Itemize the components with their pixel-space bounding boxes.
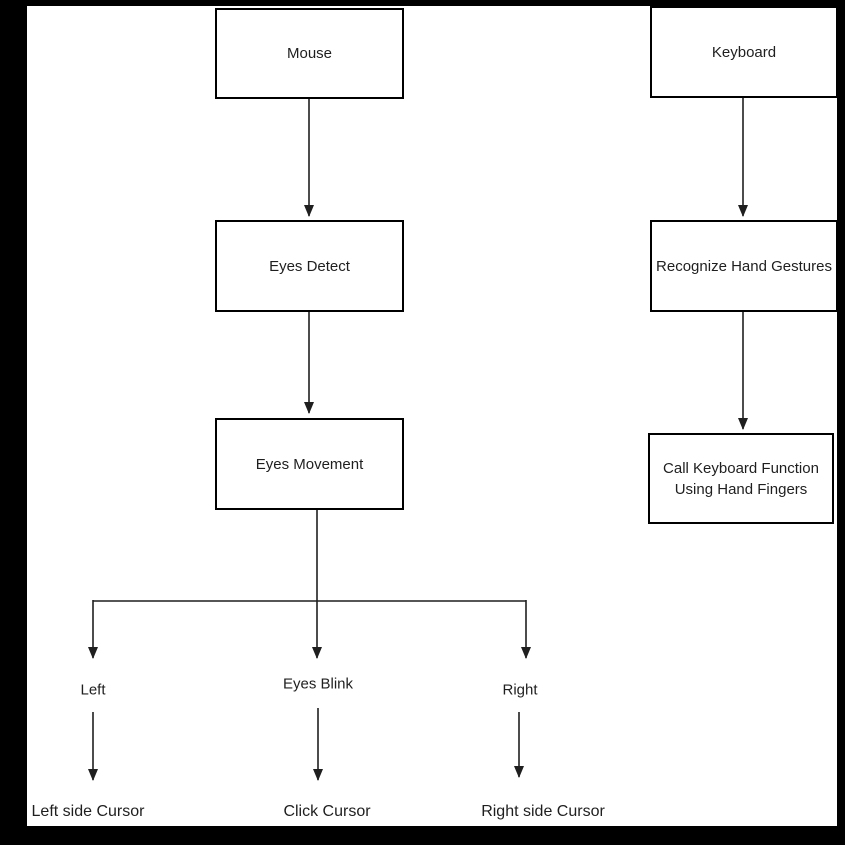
node-keyboard: Keyboard — [650, 6, 838, 98]
node-eyes-detect: Eyes Detect — [215, 220, 404, 312]
label-left-side-cursor: Left side Cursor — [31, 803, 145, 820]
frame-right-bar — [837, 0, 845, 845]
node-call-keyboard-function: Call Keyboard Function Using Hand Finger… — [648, 433, 834, 524]
label-eyes-blink: Eyes Blink — [282, 675, 354, 693]
frame-top-bar — [0, 0, 845, 6]
node-mouse: Mouse — [215, 8, 404, 99]
frame-left-bar — [0, 0, 27, 845]
label-left: Left — [80, 681, 106, 699]
label-click-cursor: Click Cursor — [283, 803, 371, 820]
label-right-side-cursor: Right side Cursor — [481, 803, 605, 820]
node-eyes-movement: Eyes Movement — [215, 418, 404, 510]
label-right: Right — [502, 681, 538, 699]
frame-bottom-bar — [0, 826, 845, 845]
node-recognize-hand-gestures: Recognize Hand Gestures — [650, 220, 838, 312]
